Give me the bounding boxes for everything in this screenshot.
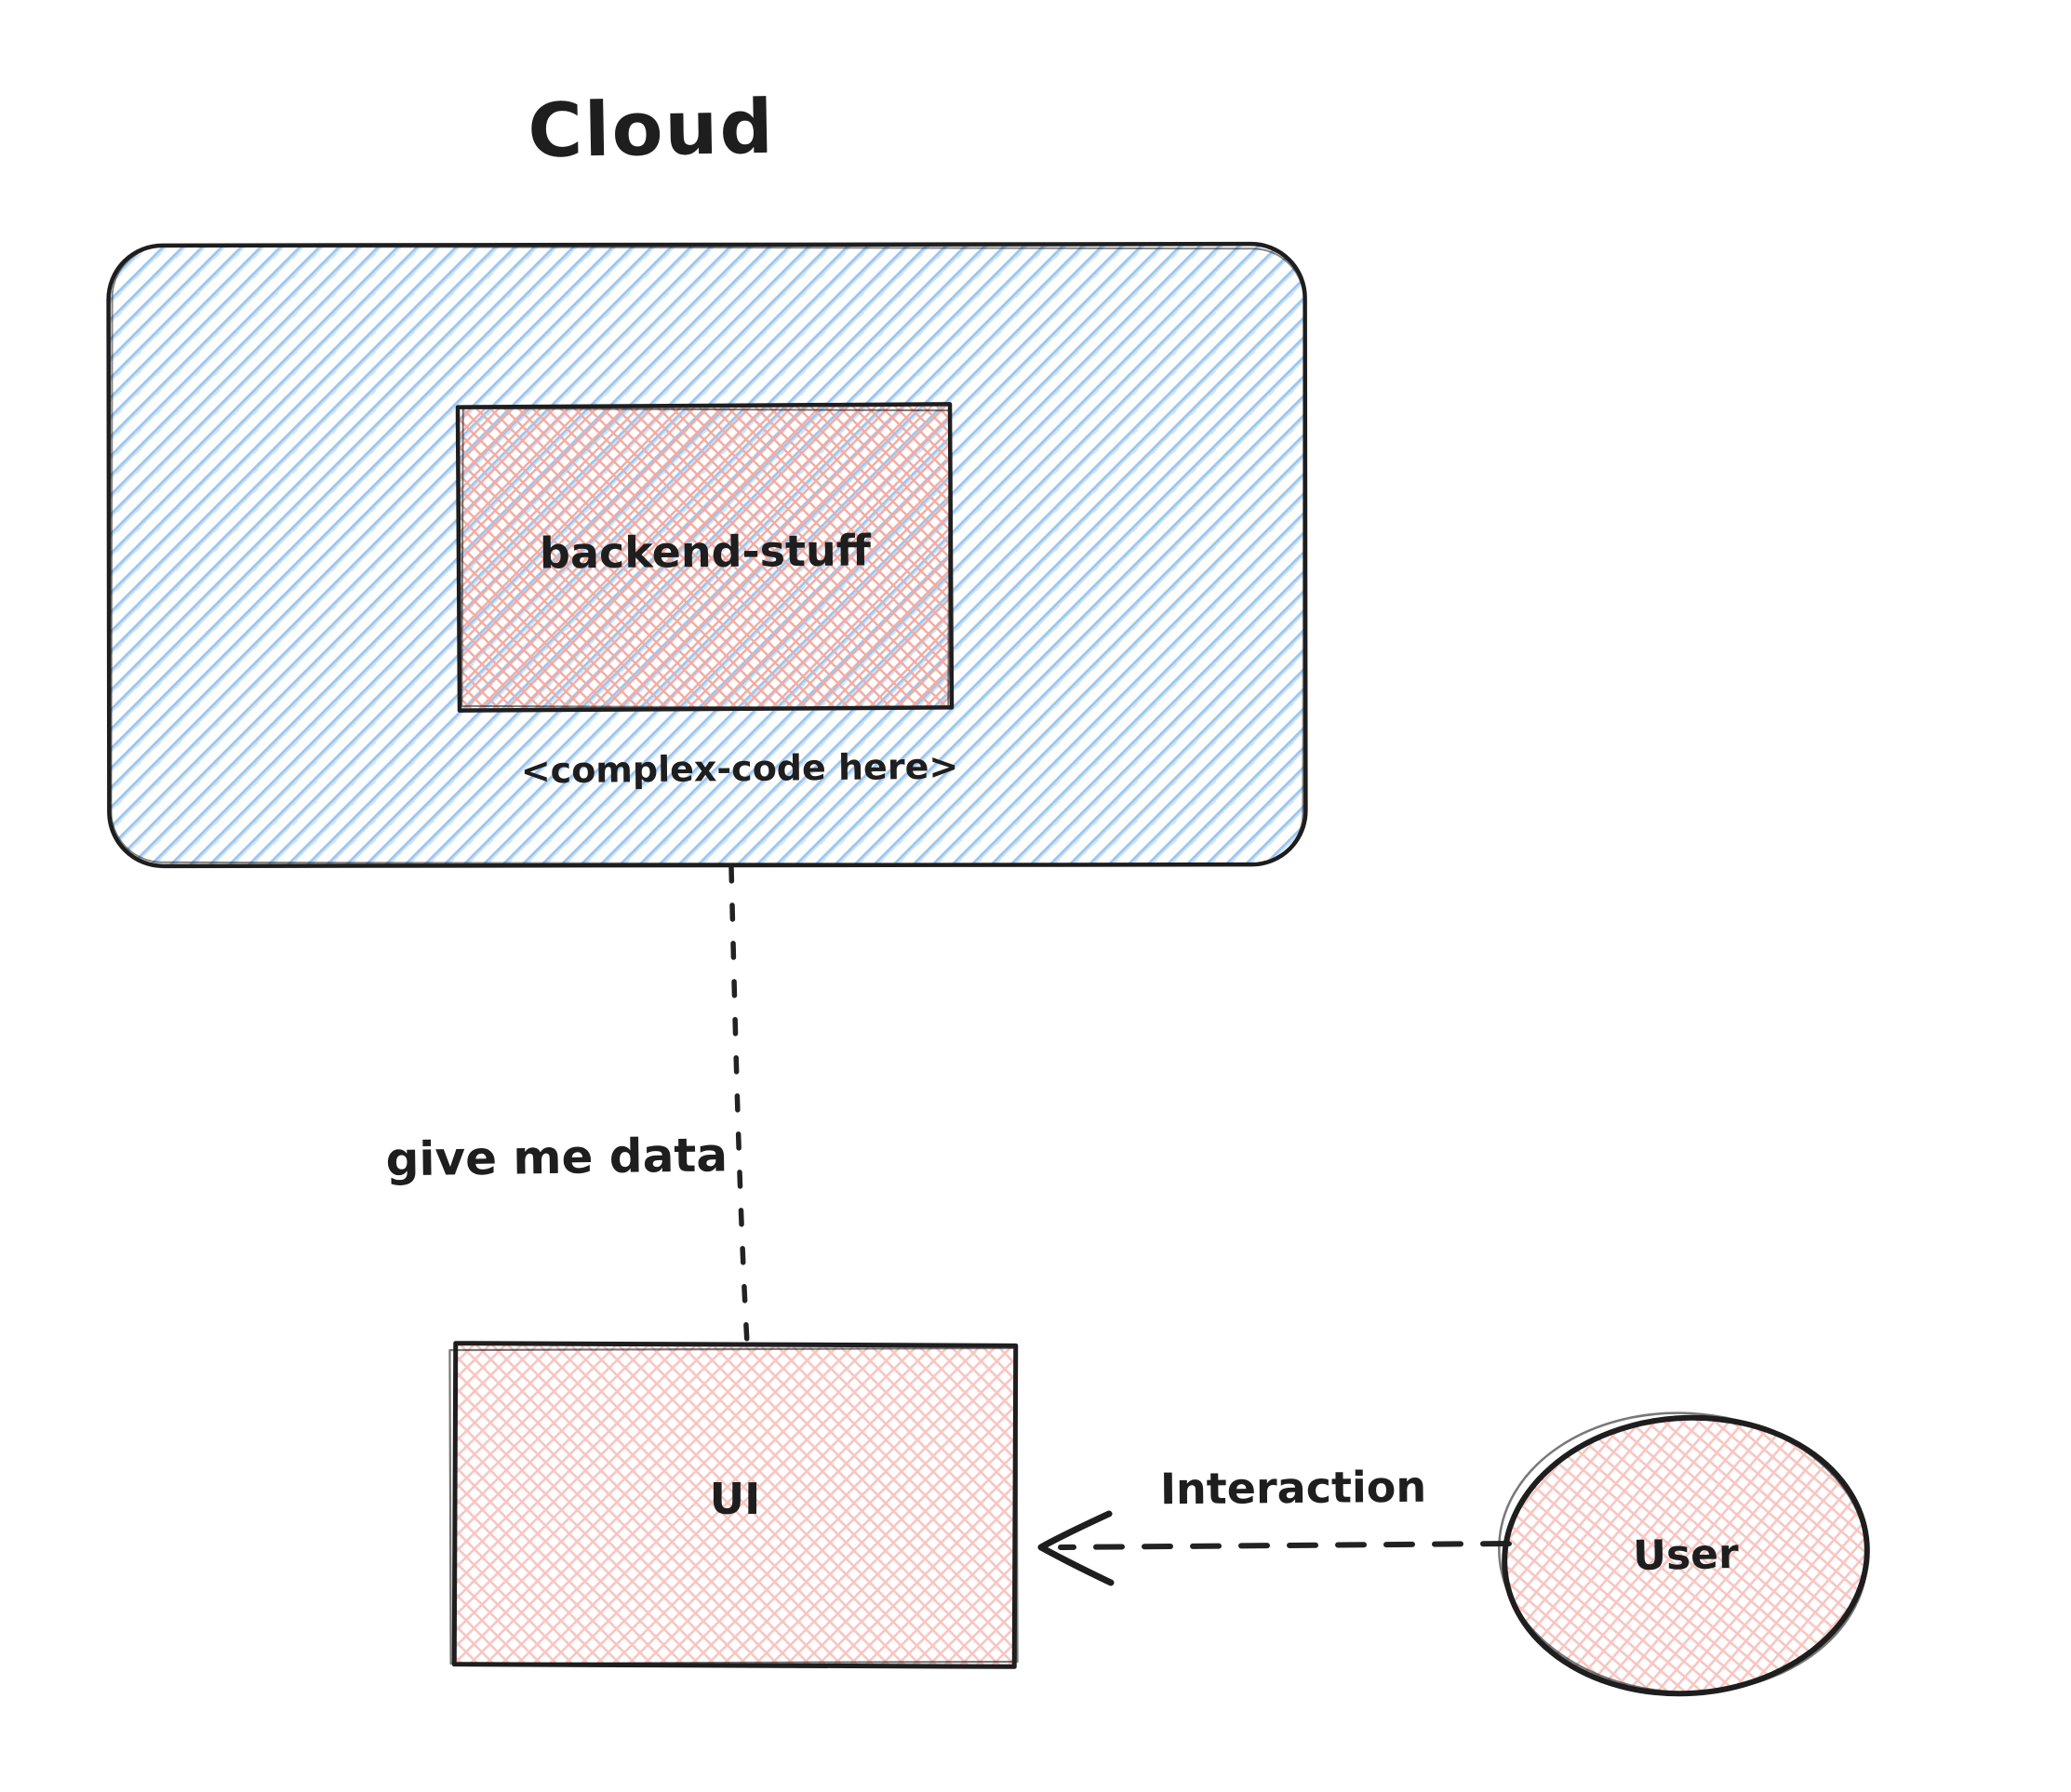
backend-stuff-outline bbox=[455, 402, 955, 713]
ui-box-label: UI bbox=[709, 1474, 761, 1524]
cloud-title: Cloud bbox=[527, 83, 776, 175]
user-ellipse-fill bbox=[1504, 1417, 1867, 1694]
ui-box-fill bbox=[454, 1343, 1016, 1667]
backend-stuff-box bbox=[455, 402, 955, 713]
user-label: User bbox=[1632, 1531, 1740, 1580]
cloud-container-outline bbox=[106, 241, 1308, 869]
backend-stuff-fill bbox=[458, 404, 952, 711]
interaction-arrow bbox=[1037, 1510, 1512, 1586]
ui-box-outline-sketch bbox=[448, 1346, 1019, 1665]
backend-stuff-label: backend-stuff bbox=[539, 525, 872, 579]
cloud-container-outline-sketch bbox=[110, 245, 1305, 866]
interaction-label: Interaction bbox=[1159, 1461, 1427, 1515]
interaction-arrowhead bbox=[1037, 1510, 1115, 1586]
user-ellipse bbox=[1498, 1411, 1870, 1697]
interaction-arrow-line bbox=[1058, 1541, 1512, 1550]
ui-box bbox=[448, 1341, 1019, 1669]
complex-code-caption: <complex-code here> bbox=[520, 745, 959, 792]
backend-stuff-outline-sketch bbox=[461, 407, 951, 710]
give-me-data-label: give me data bbox=[385, 1128, 728, 1187]
ui-box-outline bbox=[451, 1341, 1019, 1669]
give-me-data-connector-line bbox=[728, 864, 750, 1346]
user-ellipse-outline-sketch bbox=[1498, 1411, 1869, 1694]
